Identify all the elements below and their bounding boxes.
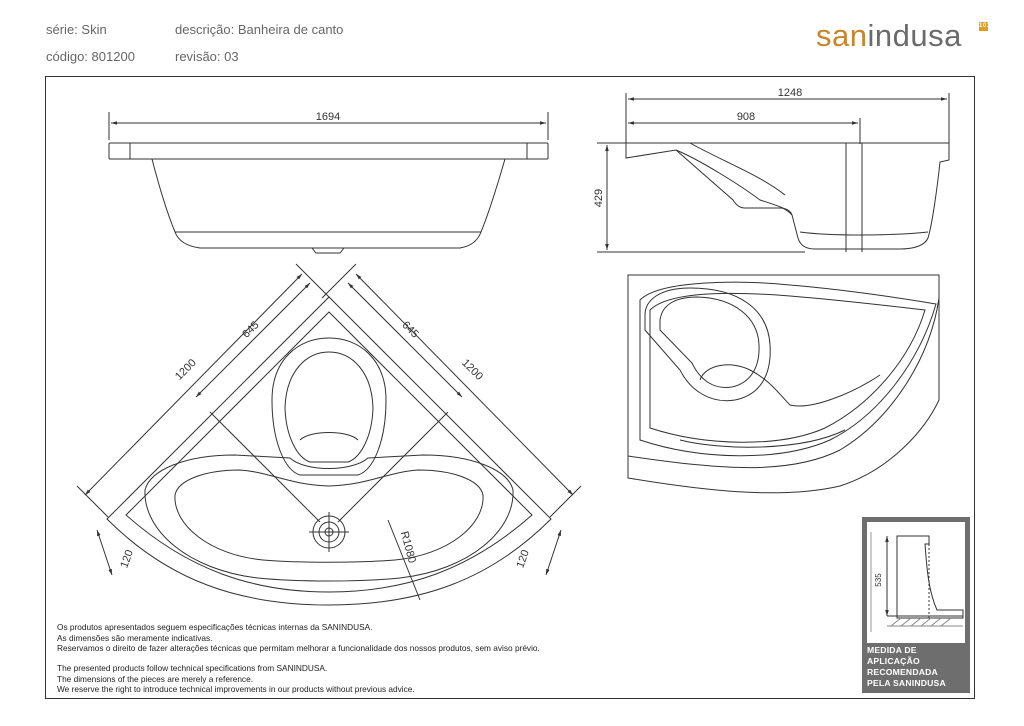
- note-pt-3: Reservamos o direito de fazer alterações…: [57, 643, 540, 653]
- revisao-value: 03: [224, 49, 239, 64]
- dim-line-right-120: [545, 529, 562, 576]
- notes-pt: Os produtos apresentados seguem especifi…: [57, 622, 540, 654]
- dim-text-1694: 1694: [316, 111, 340, 123]
- codigo-label: código:: [46, 49, 88, 64]
- logo-part-indusa: indusa: [867, 18, 962, 53]
- dim-line-right-1200: [355, 273, 574, 496]
- dim-text-left-120: 120: [118, 548, 136, 569]
- drawing-frame: [45, 76, 975, 699]
- notes-en: The presented products follow technical …: [57, 663, 415, 695]
- radius-leader: [387, 519, 421, 601]
- side-view: [597, 93, 950, 253]
- logo-mark: 101: [979, 22, 991, 31]
- note-pt-2: As dimensões são meramente indicativas.: [57, 632, 213, 643]
- dim-text-right-1200: 1200: [459, 357, 485, 383]
- logo-part-san: san: [816, 18, 868, 53]
- badge-caption: MEDIDA DE APLICAÇÃO RECOMENDADA PELA SAN…: [867, 645, 967, 689]
- serie-label: série:: [46, 22, 78, 37]
- application-height-badge: 535 MEDIDA DE APLICAÇÃO RECOMENDADA PELA…: [862, 517, 970, 693]
- note-pt-1: Os produtos apresentados seguem especifi…: [57, 622, 373, 632]
- dim-line-left-1200: [84, 273, 303, 496]
- dim-line-left-120: [96, 529, 113, 576]
- dim-text-left-645: 645: [240, 319, 261, 340]
- isometric-view: [627, 274, 940, 494]
- badge-height-text: 535: [874, 573, 883, 587]
- badge-line-1: MEDIDA DE: [867, 645, 917, 655]
- note-en-2: The dimensions of the pieces are merely …: [57, 673, 253, 684]
- revisao-field: revisão: 03: [175, 49, 239, 64]
- codigo-value: 801200: [91, 49, 135, 64]
- revisao-label: revisão:: [175, 49, 221, 64]
- sanindusa-logo: sanindusa 101: [816, 18, 990, 54]
- dim-text-left-1200: 1200: [173, 357, 199, 383]
- serie-value: Skin: [81, 22, 107, 37]
- badge-line-4: PELA SANINDUSA: [867, 678, 946, 688]
- descricao-value: Banheira de canto: [237, 22, 344, 37]
- dim-line-left-645: [195, 282, 311, 398]
- note-en-1: The presented products follow technical …: [57, 663, 328, 673]
- plan-view: [76, 263, 582, 606]
- dim-text-1248: 1248: [778, 87, 802, 99]
- serie-field: série: Skin: [46, 22, 107, 37]
- badge-line-2: APLICAÇÃO: [867, 656, 920, 666]
- note-en-3: We reserve the right to introduce techni…: [57, 684, 415, 694]
- badge-diagram: 535: [867, 522, 965, 643]
- descricao-field: descrição: Banheira de canto: [175, 22, 343, 37]
- codigo-field: código: 801200: [46, 49, 135, 64]
- dim-text-908: 908: [737, 111, 755, 123]
- dim-line-right-645: [347, 282, 463, 398]
- dim-text-429: 429: [593, 189, 605, 207]
- badge-line-3: RECOMENDADA: [867, 667, 938, 677]
- front-view: [108, 112, 549, 254]
- dim-text-right-120: 120: [514, 548, 532, 569]
- descricao-label: descrição:: [175, 22, 235, 37]
